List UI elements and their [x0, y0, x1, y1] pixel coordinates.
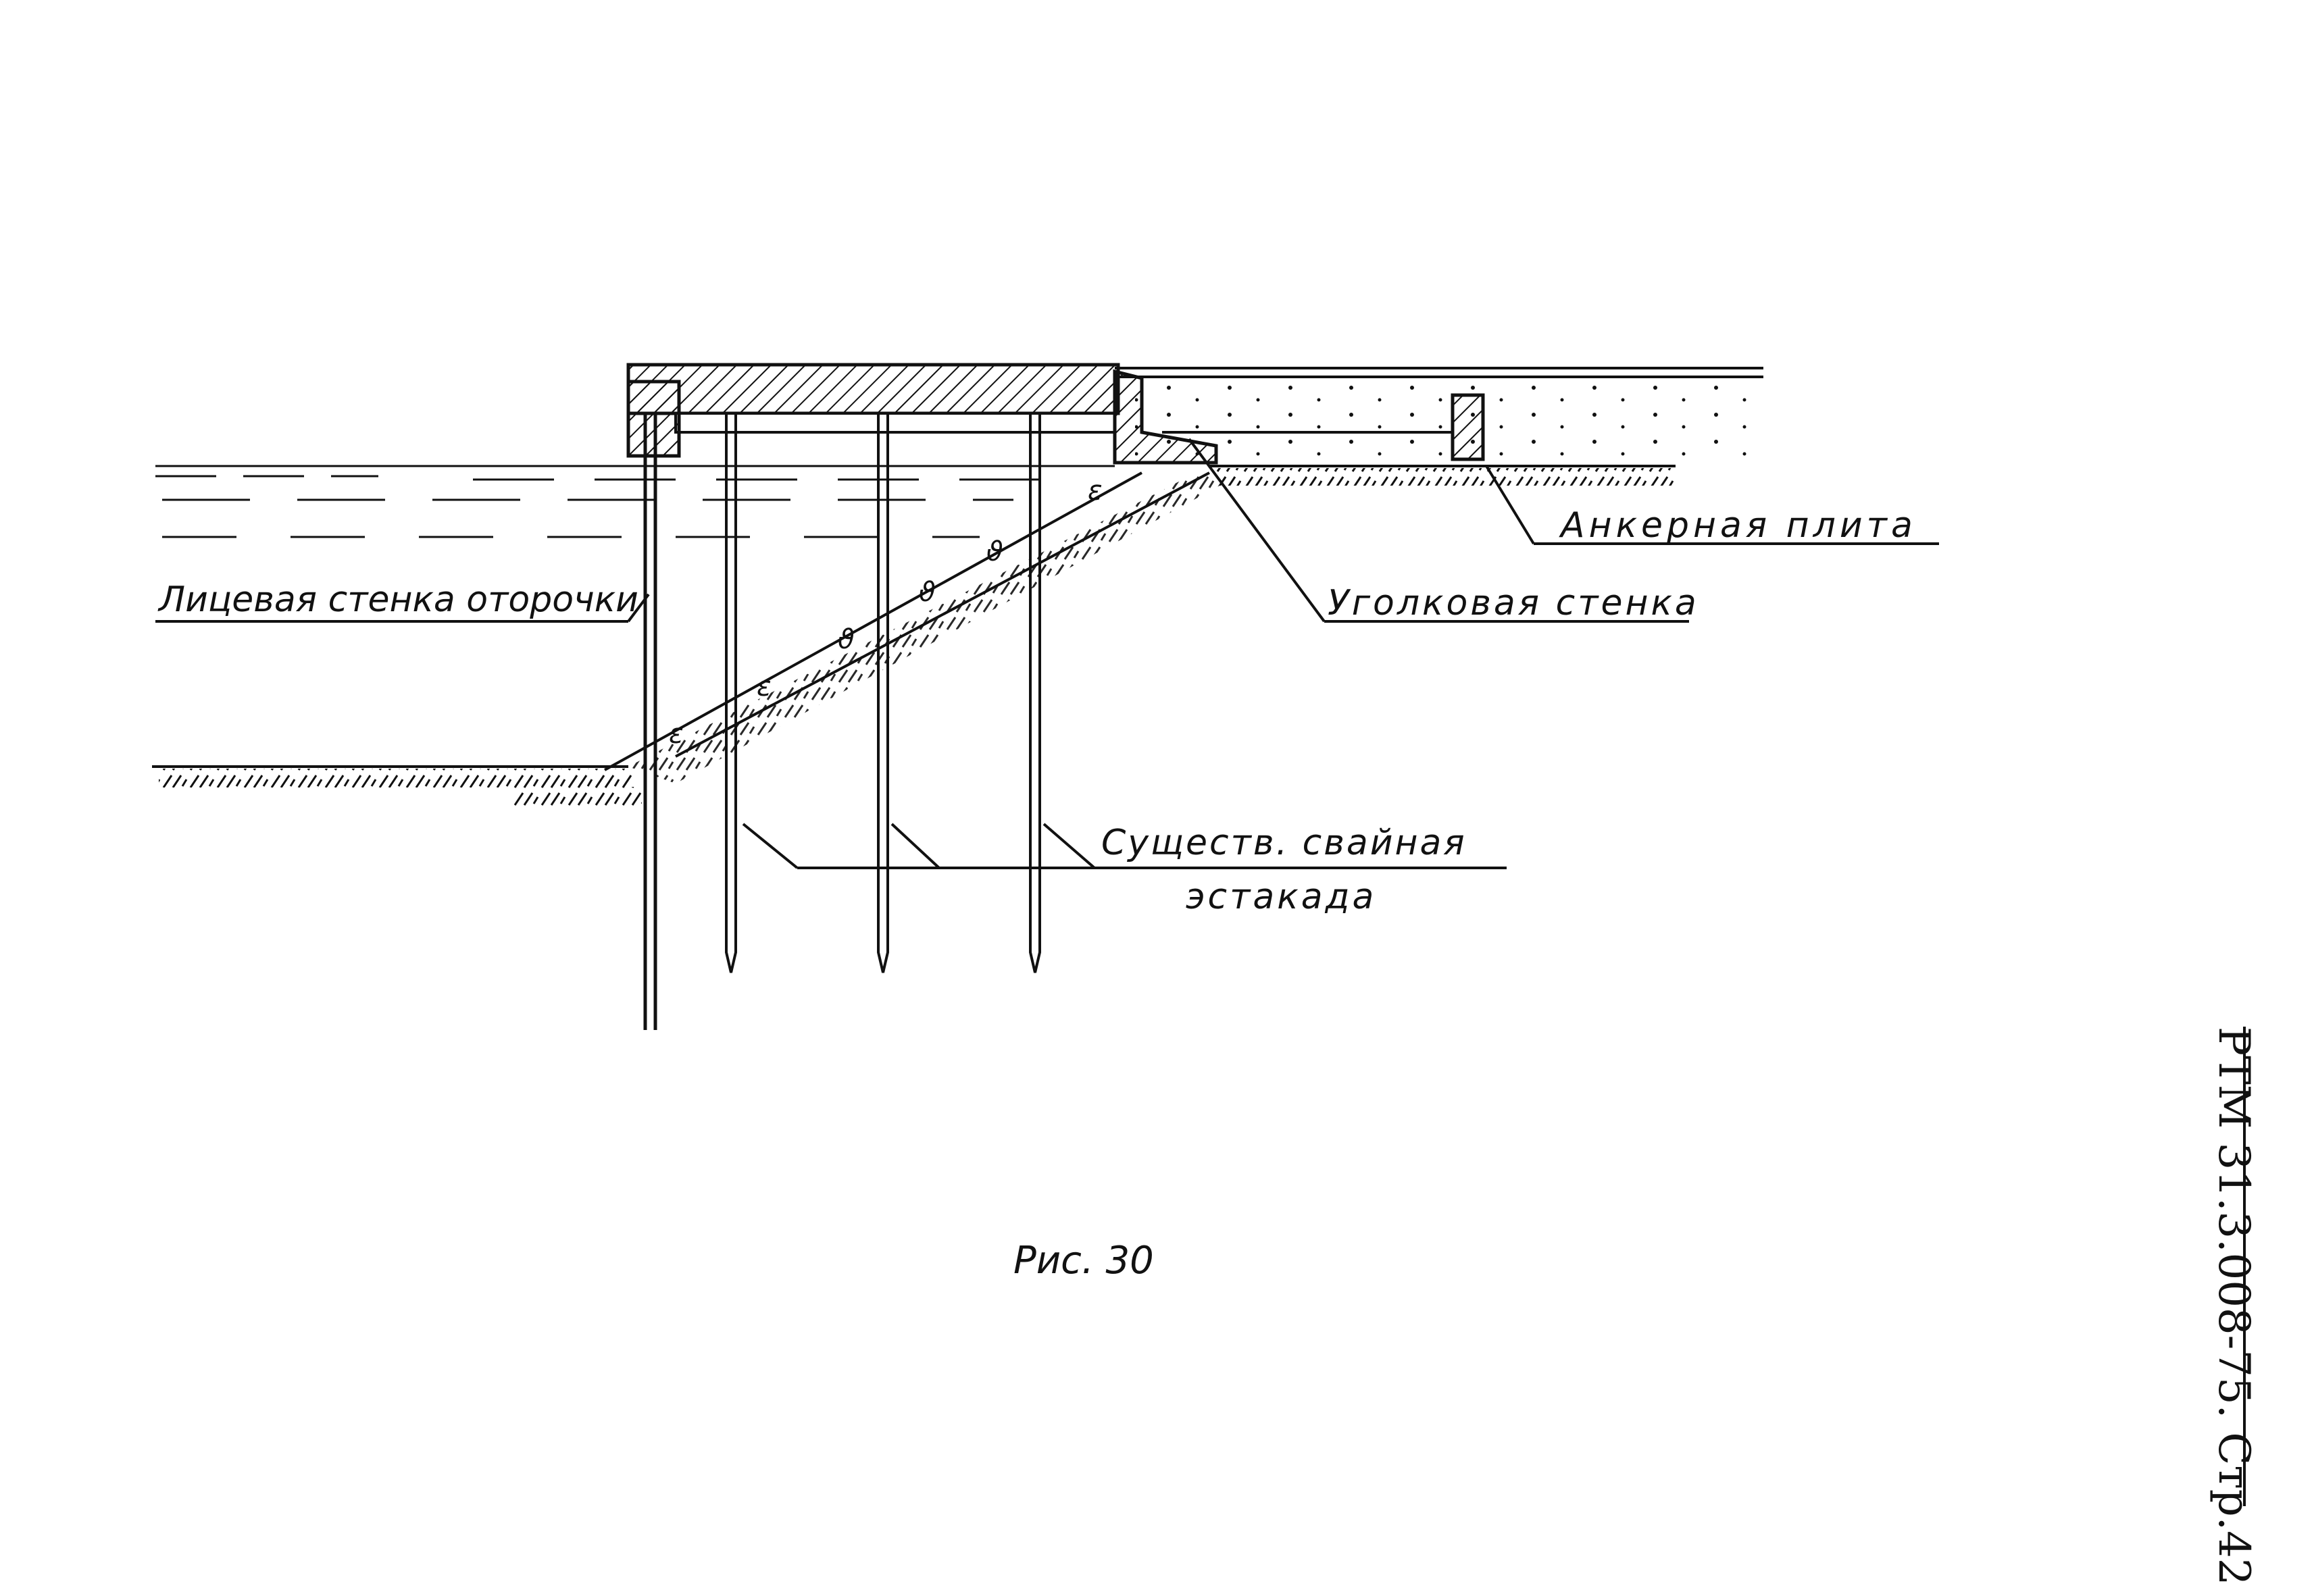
- svg-text:ε: ε: [1088, 475, 1103, 507]
- figure-caption: Рис. 30: [1013, 1239, 1154, 1283]
- svg-text:ϑ: ϑ: [838, 624, 855, 655]
- anchor-plate: [1162, 393, 1485, 461]
- svg-text:ε: ε: [757, 671, 772, 702]
- label-anchor-plate: Анкерная плита: [1559, 505, 1917, 546]
- face-wall-sheet-pile: [643, 413, 657, 1030]
- label-corner-wall: Уголковая стенка: [1328, 583, 1699, 623]
- backfill-ground: [1115, 367, 1763, 486]
- water-level: [155, 465, 1115, 538]
- corner-wall: [1113, 369, 1218, 465]
- seabed-soil: [152, 765, 642, 807]
- leader-lines: [155, 438, 1939, 869]
- label-face-wall: Лицевая стенка оторочки: [157, 580, 638, 620]
- deck-slab: [626, 363, 1120, 458]
- slope-soil: ε ϑ ϑ ϑ ε ε: [604, 471, 1243, 783]
- svg-text:ϑ: ϑ: [986, 536, 1003, 567]
- svg-text:ε: ε: [669, 719, 684, 750]
- document-code: РТМ 31.3.008-75. Стр.42: [2209, 1027, 2259, 1586]
- label-piles-line1: Существ. свайная: [1101, 823, 1467, 863]
- svg-text:ϑ: ϑ: [919, 577, 936, 608]
- label-piles-line2: эстакада: [1186, 877, 1376, 917]
- existing-piles: [725, 412, 1041, 973]
